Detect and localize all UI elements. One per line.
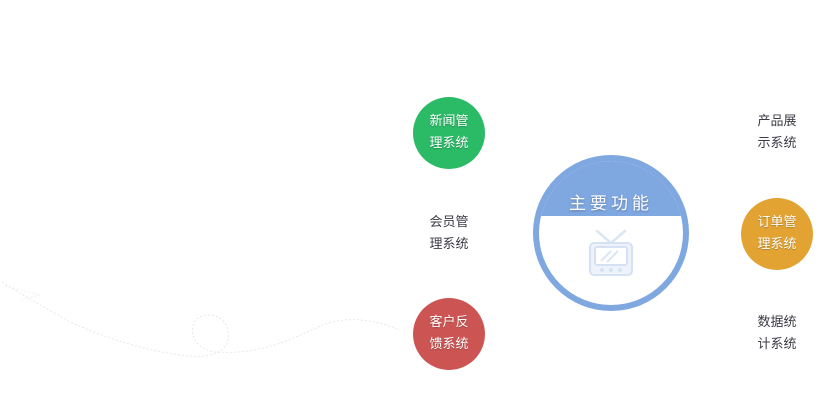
hub-header-band bbox=[539, 161, 683, 216]
node-label: 会员管 理系统 bbox=[425, 212, 473, 256]
node-label-line1: 新闻管 bbox=[429, 114, 469, 129]
node-label-line2: 计系统 bbox=[757, 337, 797, 352]
node-label-line1: 订单管 bbox=[757, 215, 797, 230]
node-label: 数据统 计系统 bbox=[753, 312, 801, 356]
node-label: 新闻管 理系统 bbox=[425, 111, 473, 155]
node-label-line2: 理系统 bbox=[429, 237, 469, 252]
node-label-line2: 理系统 bbox=[429, 136, 469, 151]
node-label-line1: 数据统 bbox=[757, 315, 797, 330]
node-label-line2: 理系统 bbox=[757, 237, 797, 252]
node-label-line1: 会员管 bbox=[429, 215, 469, 230]
node-label: 产品展 示系统 bbox=[753, 111, 801, 155]
hub-inner bbox=[539, 161, 683, 305]
node-order-management[interactable]: 订单管 理系统 bbox=[741, 198, 813, 270]
node-label-line2: 馈系统 bbox=[429, 337, 469, 352]
hub-title: 主要功能 bbox=[569, 194, 653, 214]
node-product-display[interactable]: 产品展 示系统 bbox=[741, 97, 813, 169]
node-member-management[interactable]: 会员管 理系统 bbox=[413, 198, 485, 270]
node-data-statistics[interactable]: 数据统 计系统 bbox=[741, 298, 813, 370]
node-customer-feedback[interactable]: 客户反 馈系统 bbox=[413, 298, 485, 370]
node-label: 客户反 馈系统 bbox=[425, 312, 473, 356]
node-label: 订单管 理系统 bbox=[753, 212, 801, 256]
node-label-line1: 客户反 bbox=[429, 315, 469, 330]
node-label-line1: 产品展 bbox=[757, 114, 797, 129]
node-news-management[interactable]: 新闻管 理系统 bbox=[413, 97, 485, 169]
hub-main-functions[interactable]: 主要功能 bbox=[533, 155, 689, 311]
tv-icon bbox=[589, 229, 633, 276]
node-label-line2: 示系统 bbox=[757, 136, 797, 151]
